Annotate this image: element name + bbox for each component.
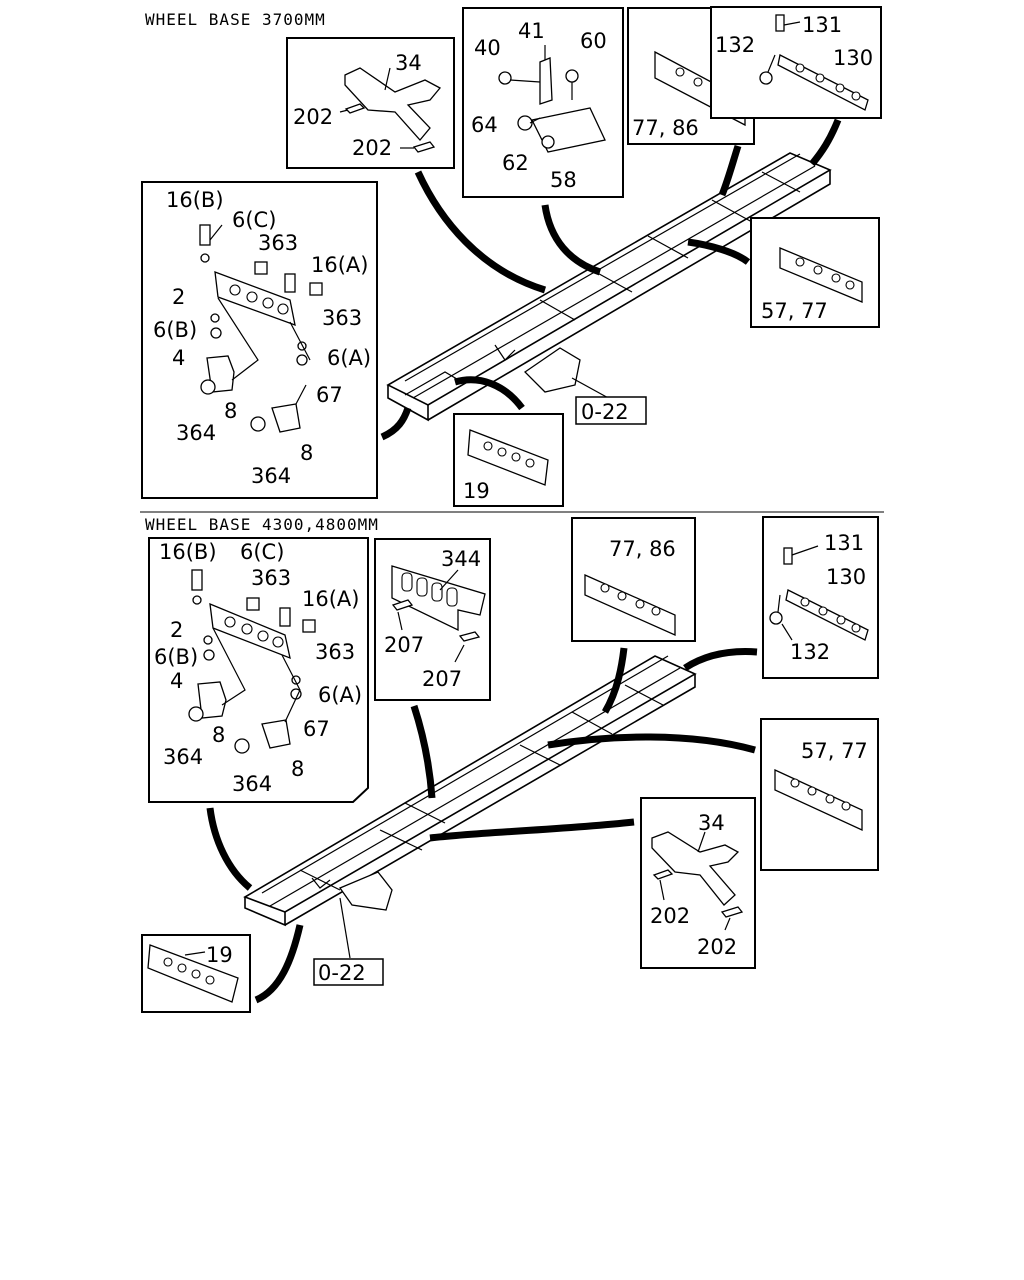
label-41: 41 [518,19,545,43]
frame-assembly-3700 [386,152,832,422]
reference-tag-0-22-2: 0-22 [313,958,384,986]
reference-tag-0-22: 0-22 [575,396,647,425]
leader-arc [547,733,756,754]
label-363: 363 [322,306,362,330]
label-132: 132 [715,33,755,57]
leader-arc [718,144,742,197]
callout-box-crossmember-77-86-2: 77, 86 [571,517,696,642]
label-363: 363 [258,231,298,255]
label-2: 2 [170,618,183,642]
label-77-86: 77, 86 [609,537,676,561]
leader-arc [206,807,253,891]
label-4: 4 [170,669,183,693]
callout-box-crossmember-57-77-2: 57, 77 [760,718,879,871]
leader-arc [454,376,525,411]
label-19: 19 [463,479,490,503]
callout-box-crossmember-34: 34 202 202 [286,37,455,169]
frame-assembly-4300-4800 [243,655,697,927]
label-364: 364 [176,421,216,445]
label-6a: 6(A) [327,346,371,370]
leader-arc [254,924,304,1004]
label-202: 202 [650,904,690,928]
label-130: 130 [826,565,866,589]
label-57-77: 57, 77 [801,739,868,763]
callout-box-rear-crossmember-fasteners: 16(B) 6(C) 363 16(A) 2 363 6(B) 4 6(A) 6… [141,181,378,499]
section-heading-3700: WHEEL BASE 3700MM [145,10,326,29]
label-6b: 6(B) [153,318,197,342]
label-8: 8 [300,441,313,465]
label-8: 8 [291,757,304,781]
label-4: 4 [172,346,185,370]
label-207: 207 [384,633,424,657]
label-58: 58 [550,168,577,192]
reference-label: 0-22 [581,400,629,424]
callout-box-crossmember-34-2: 34 202 202 [640,797,756,969]
label-202: 202 [293,105,333,129]
leader-line [339,897,351,959]
label-6b: 6(B) [154,645,198,669]
callout-box-rear-crossmember-fasteners-2: 16(B) 6(C) 363 16(A) 2 363 6(B) 4 6(A) 6… [148,537,369,803]
reference-label: 0-22 [318,961,366,985]
label-6c: 6(C) [240,540,284,564]
label-64: 64 [471,113,498,137]
label-130: 130 [833,46,873,70]
leader-arc [541,204,602,276]
label-34: 34 [395,51,422,75]
label-60: 60 [580,29,607,53]
label-16b: 16(B) [166,188,224,212]
leader-arc [380,406,412,441]
label-16a: 16(A) [311,253,368,277]
label-57-77: 57, 77 [761,299,828,323]
label-62: 62 [502,151,529,175]
label-207: 207 [422,667,462,691]
section-heading-4300-4800: WHEEL BASE 4300,4800MM [145,515,379,534]
label-2: 2 [172,285,185,309]
callout-box-crossmember-344: 344 207 207 [374,538,491,701]
leader-arc [429,818,635,842]
label-77-86: 77, 86 [632,116,699,140]
label-364: 364 [251,464,291,488]
callout-box-crossmember-57-77: 57, 77 [750,217,880,328]
leader-arc [414,170,547,294]
leader-arc [410,704,436,799]
callout-box-crossmember-19-2: 19 [141,934,251,1013]
label-16a: 16(A) [302,587,359,611]
label-131: 131 [802,13,842,37]
label-363: 363 [315,640,355,664]
label-202: 202 [697,935,737,959]
leader-arc [687,238,751,265]
label-364: 364 [232,772,272,796]
label-67: 67 [303,717,330,741]
callout-box-crossmember-19: 19 [453,413,564,507]
label-344: 344 [441,547,481,571]
label-364: 364 [163,745,203,769]
label-131: 131 [824,531,864,555]
label-19: 19 [206,943,233,967]
label-132: 132 [790,640,830,664]
label-67: 67 [316,383,343,407]
label-8: 8 [224,399,237,423]
label-6a: 6(A) [318,683,362,707]
label-34: 34 [698,811,725,835]
leader-arc [809,118,842,167]
leader-arc [601,647,628,714]
callout-box-crossmember-130: 131 132 130 [710,6,882,119]
label-8: 8 [212,723,225,747]
label-363: 363 [251,566,291,590]
label-6c: 6(C) [232,208,276,232]
callout-box-bracket-41: 41 40 60 64 62 58 [462,7,624,198]
label-40: 40 [474,36,501,60]
callout-box-crossmember-130-2: 131 130 132 [762,516,879,679]
label-202: 202 [352,136,392,160]
leader-arc [683,648,758,671]
label-16b: 16(B) [159,540,217,564]
